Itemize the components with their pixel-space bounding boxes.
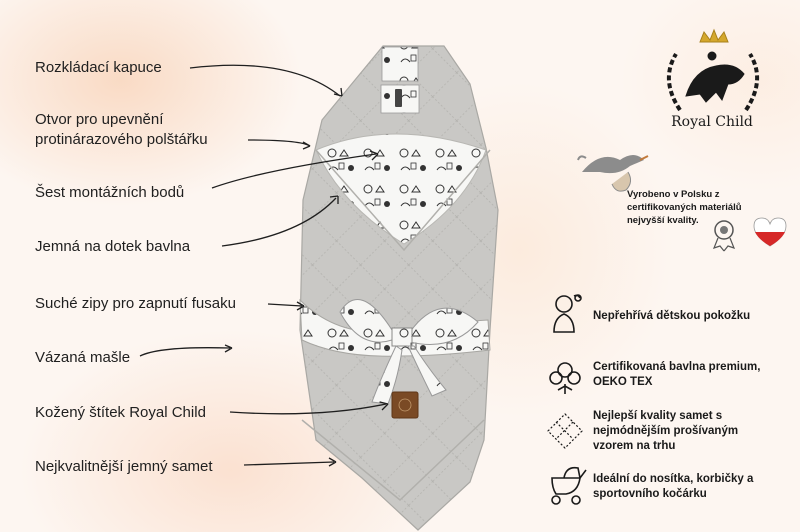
arrow-velcro [267,303,303,307]
baby-icon [553,294,582,333]
brand-name: Royal Child [671,114,753,130]
feature-text: Nejlepší kvality samet s [593,410,723,422]
arrow-leather-tag [229,403,387,415]
feature-text: nejmódnějším prošívaným [593,425,739,437]
callout-arrows [139,64,389,467]
arrow-mounting-points [211,153,377,189]
label-bow: Vázaná mašle [35,349,131,366]
feature-text: vzorem na trhu [593,440,676,452]
feature-text: OEKO TEX [593,376,653,388]
arrow-hood [189,64,341,97]
feature-no-overheat: Nepřehřívá dětskou pokožku [593,309,793,324]
arrow-cotton [221,197,337,247]
crown-horse-laurel-logo [667,28,759,112]
feature-velvet: Nejlepší kvality samet s nejmódnějším pr… [593,409,793,454]
quilted-velvet-icon [547,413,583,449]
made-in-line1: Vyrobeno v Polsku z [627,189,720,200]
label-opening-line1: Otvor pro upevnění [35,111,164,128]
feature-text: Nepřehřívá dětskou pokožku [593,310,751,322]
arrow-opening [247,139,311,147]
medal-icon [712,220,736,252]
feature-text: sportovního kočárku [593,488,707,500]
label-leather-tag: Kožený štítek Royal Child [35,404,206,421]
arrow-velvet [243,461,335,466]
feature-cotton: Certifikovaná bavlna premium, OEKO TEX [593,360,793,390]
feature-text: Certifikovaná bavlna premium, [593,361,761,373]
arrow-bow [139,347,231,357]
label-opening-line2: protinárazového polštářku [35,131,208,148]
poland-heart-icon [753,217,787,247]
feature-text: Ideální do nosítka, korbičky a [593,473,754,485]
label-velcro: Suché zipy pro zapnutí fusaku [35,295,236,312]
baby-nest-product [299,45,499,531]
label-velvet: Nejkvalitnější jemný samet [35,458,213,475]
made-in-line3: nejvyšší kvality. [627,215,699,226]
stork-icon [577,155,649,192]
leather-tag [391,391,419,419]
stroller-icon [551,466,587,505]
label-cotton: Jemná na dotek bavlna [35,238,191,255]
cotton-icon [549,362,581,394]
feature-stroller: Ideální do nosítka, korbičky a sportovní… [593,472,793,502]
made-in-poland-text: Vyrobeno v Polsku z certifikovaných mate… [627,188,775,227]
label-mounting-points: Šest montážních bodů [35,184,185,201]
label-hood: Rozkládací kapuce [35,59,162,76]
made-in-line2: certifikovaných materiálů [627,202,742,213]
